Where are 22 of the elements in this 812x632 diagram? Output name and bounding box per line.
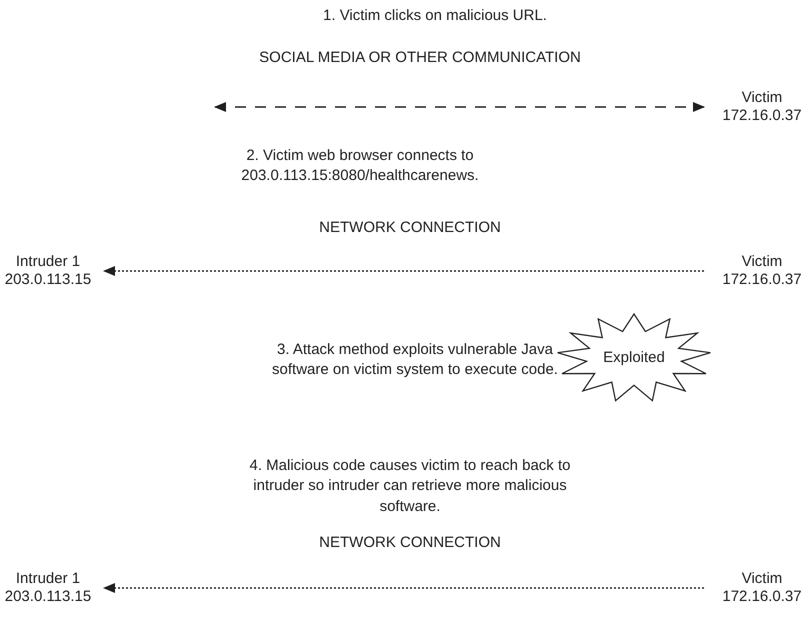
arrow xyxy=(103,583,704,593)
arrow xyxy=(103,266,704,276)
host-name: Intruder 1 xyxy=(16,253,80,271)
ip-address: 203.0.113.15 xyxy=(4,588,92,606)
step-description: 2. Victim web browser connects to 203.0.113.15:8080/healthcarenews. xyxy=(240,146,480,186)
ip-address: 172.16.0.37 xyxy=(722,588,802,606)
channel-heading: 4. Malicious code causes victim to reach back to intruder so intruder can retrieve more malicious software. xyxy=(248,456,572,516)
ip-address: 203.0.113.15 xyxy=(4,271,92,289)
step-description: 3. Attack method exploits vulnerable Java software on victim system to execute code. xyxy=(271,340,559,380)
channel-heading: NETWORK CONNECTION xyxy=(318,218,502,238)
step-description: 1. Victim clicks on malicious URL. xyxy=(322,6,548,26)
arrow xyxy=(214,102,705,112)
status-text: Exploited xyxy=(603,349,665,367)
host-name: Victim xyxy=(742,570,782,588)
starburst-shape xyxy=(555,312,713,404)
host-name: Victim xyxy=(742,253,782,271)
channel-heading: NETWORK CONNECTION xyxy=(318,533,502,553)
ip-address: 172.16.0.37 xyxy=(722,271,802,289)
host-name: Intruder 1 xyxy=(16,570,80,588)
ip-address: 172.16.0.37 xyxy=(722,107,802,125)
host-name: Victim xyxy=(742,89,782,107)
channel-heading: SOCIAL MEDIA OR OTHER COMMUNICATION xyxy=(258,48,582,68)
